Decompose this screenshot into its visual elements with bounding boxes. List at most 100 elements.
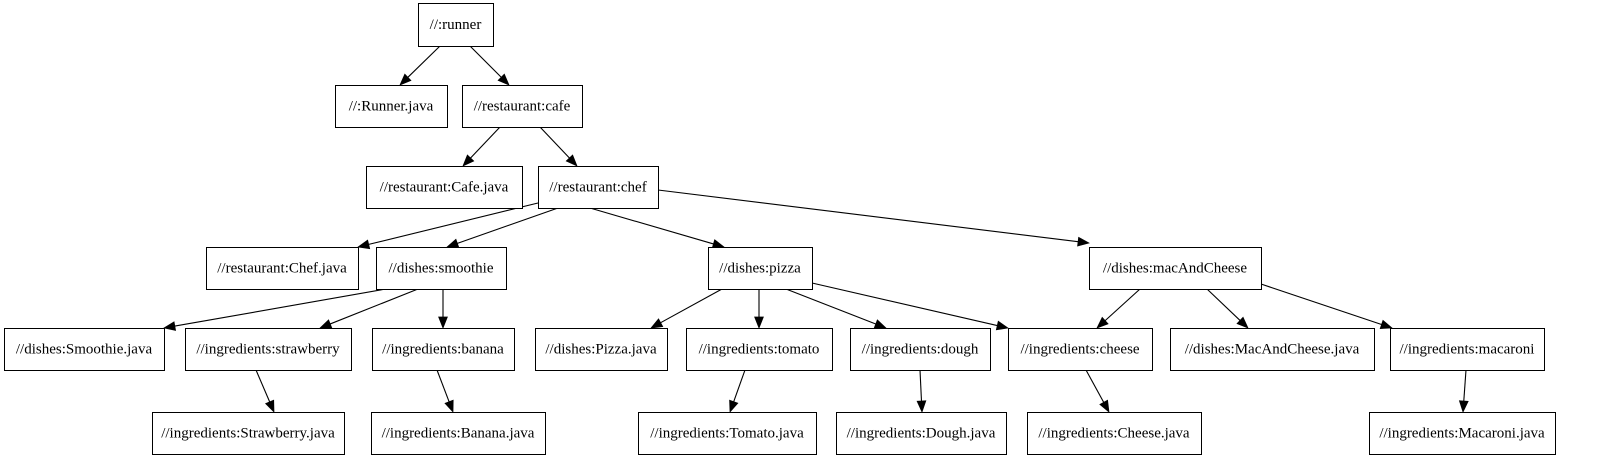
graph-node-ing_macaroni[interactable]: //ingredients:macaroni: [1390, 328, 1545, 371]
node-box[interactable]: [1369, 412, 1556, 455]
graph-node-runner[interactable]: //:runner: [418, 3, 494, 47]
node-label: //ingredients:Tomato.java: [650, 425, 804, 441]
edge-line: [589, 207, 714, 245]
graph-node-ing_tomato_java[interactable]: //ingredients:Tomato.java: [638, 412, 817, 455]
graph-node-dishes_pizza[interactable]: //dishes:pizza: [708, 247, 813, 290]
node-box[interactable]: [1170, 328, 1375, 371]
arrowhead-icon: [711, 239, 725, 249]
graph-node-ing_banana_java[interactable]: //ingredients:Banana.java: [371, 412, 546, 455]
graph-node-ing_cheese[interactable]: //ingredients:cheese: [1008, 328, 1153, 371]
graph-node-ing_macaroni_java[interactable]: //ingredients:Macaroni.java: [1369, 412, 1556, 455]
node-box[interactable]: [535, 328, 668, 371]
graph-node-ing_cheese_java[interactable]: //ingredients:Cheese.java: [1027, 412, 1202, 455]
node-label: //ingredients:macaroni: [1400, 341, 1535, 357]
node-box[interactable]: [366, 166, 523, 209]
arrowhead-icon: [995, 320, 1009, 331]
graph-node-ing_tomato[interactable]: //ingredients:tomato: [686, 328, 833, 371]
edge-restaurant_cafe-to-restaurant_chef: [539, 126, 578, 167]
node-box[interactable]: [638, 412, 817, 455]
arrowhead-icon: [265, 399, 275, 413]
node-label: //:Runner.java: [349, 98, 434, 114]
edge-line: [660, 288, 723, 324]
graph-node-runner_java[interactable]: //:Runner.java: [335, 85, 448, 128]
edge-line: [457, 207, 559, 244]
edge-line: [539, 126, 570, 159]
node-box[interactable]: [708, 247, 813, 290]
node-box[interactable]: [1027, 412, 1202, 455]
graph-node-ing_strawberry[interactable]: //ingredients:strawberry: [185, 328, 352, 371]
node-box[interactable]: [1390, 328, 1545, 371]
graph-node-dishes_mac_java[interactable]: //dishes:MacAndCheese.java: [1170, 328, 1375, 371]
edge-dishes_smoothie-to-ing_banana: [438, 289, 448, 329]
arrowhead-icon: [319, 319, 333, 329]
arrowhead-icon: [399, 73, 412, 86]
edge-restaurant_chef-to-dishes_macandcheese: [657, 189, 1090, 247]
node-label: //ingredients:strawberry: [196, 341, 340, 357]
edge-runner-to-runner_java: [399, 45, 441, 86]
node-label: //ingredients:Dough.java: [847, 425, 996, 441]
graph-node-dishes_pizza_java[interactable]: //dishes:Pizza.java: [535, 328, 668, 371]
node-box[interactable]: [686, 328, 833, 371]
node-box[interactable]: [335, 85, 448, 128]
graph-node-restaurant_cafe_java[interactable]: //restaurant:Cafe.java: [366, 166, 523, 209]
node-box[interactable]: [4, 328, 165, 371]
edge-restaurant_cafe-to-restaurant_cafe_java: [462, 126, 501, 167]
node-box[interactable]: [152, 412, 345, 455]
node-box[interactable]: [462, 85, 583, 128]
graph-node-ing_dough[interactable]: //ingredients:dough: [850, 328, 991, 371]
node-box[interactable]: [185, 328, 352, 371]
node-label: //dishes:pizza: [719, 260, 801, 276]
edge-ing_tomato-to-ing_tomato_java: [729, 369, 746, 413]
edge-ing_dough-to-ing_dough_java: [916, 369, 927, 413]
graph-node-ing_strawberry_java[interactable]: //ingredients:Strawberry.java: [152, 412, 345, 455]
arrowhead-icon: [1099, 399, 1110, 413]
edge-line: [174, 288, 387, 327]
node-box[interactable]: [1089, 247, 1262, 290]
arrowhead-icon: [1236, 316, 1249, 329]
node-label: //dishes:Pizza.java: [545, 341, 657, 357]
edge-dishes_pizza-to-ing_cheese: [811, 282, 1009, 331]
graph-node-ing_banana[interactable]: //ingredients:banana: [372, 328, 515, 371]
edge-dishes_macandcheese-to-ing_macaroni: [1260, 283, 1393, 330]
arrowhead-icon: [1379, 319, 1393, 330]
edge-dishes_macandcheese-to-dishes_mac_java: [1206, 288, 1249, 329]
arrowhead-icon: [916, 400, 927, 413]
arrowhead-icon: [446, 238, 460, 248]
graph-node-restaurant_cafe[interactable]: //restaurant:cafe: [462, 85, 583, 128]
edge-ing_strawberry-to-ing_strawberry_java: [255, 369, 275, 413]
node-box[interactable]: [376, 247, 507, 290]
edge-line: [811, 282, 998, 327]
edge-line: [657, 189, 1079, 243]
graph-node-dishes_smoothie[interactable]: //dishes:smoothie: [376, 247, 507, 290]
arrowhead-icon: [729, 399, 739, 413]
node-box[interactable]: [850, 328, 991, 371]
node-box[interactable]: [1008, 328, 1153, 371]
edge-dishes_pizza-to-dishes_pizza_java: [650, 288, 723, 329]
graph-node-dishes_macandcheese[interactable]: //dishes:macAndCheese: [1089, 247, 1262, 290]
arrowhead-icon: [650, 318, 664, 329]
edge-dishes_pizza-to-ing_dough: [785, 288, 887, 329]
edge-line: [1260, 283, 1382, 326]
node-label: //dishes:Smoothie.java: [16, 341, 153, 357]
node-label: //ingredients:Strawberry.java: [161, 425, 335, 441]
arrowhead-icon: [565, 154, 578, 167]
graph-node-ing_dough_java[interactable]: //ingredients:Dough.java: [836, 412, 1007, 455]
node-box[interactable]: [836, 412, 1007, 455]
edge-line: [1104, 288, 1141, 322]
edge-line: [1463, 369, 1467, 402]
node-box[interactable]: [372, 328, 515, 371]
edge-restaurant_chef-to-restaurant_chef_java: [357, 202, 539, 250]
node-box[interactable]: [418, 3, 494, 47]
edge-line: [919, 369, 923, 402]
node-box[interactable]: [206, 247, 359, 290]
arrowhead-icon: [357, 239, 371, 250]
node-box[interactable]: [371, 412, 546, 455]
graph-node-dishes_smoothie_java[interactable]: //dishes:Smoothie.java: [4, 328, 165, 371]
graph-node-restaurant_chef[interactable]: //restaurant:chef: [538, 166, 659, 209]
arrowhead-icon: [163, 321, 177, 331]
edge-dishes_pizza-to-ing_tomato: [754, 289, 764, 329]
edge-restaurant_chef-to-dishes_smoothie: [446, 207, 559, 248]
node-box[interactable]: [538, 166, 659, 209]
graph-node-restaurant_chef_java[interactable]: //restaurant:Chef.java: [206, 247, 359, 290]
